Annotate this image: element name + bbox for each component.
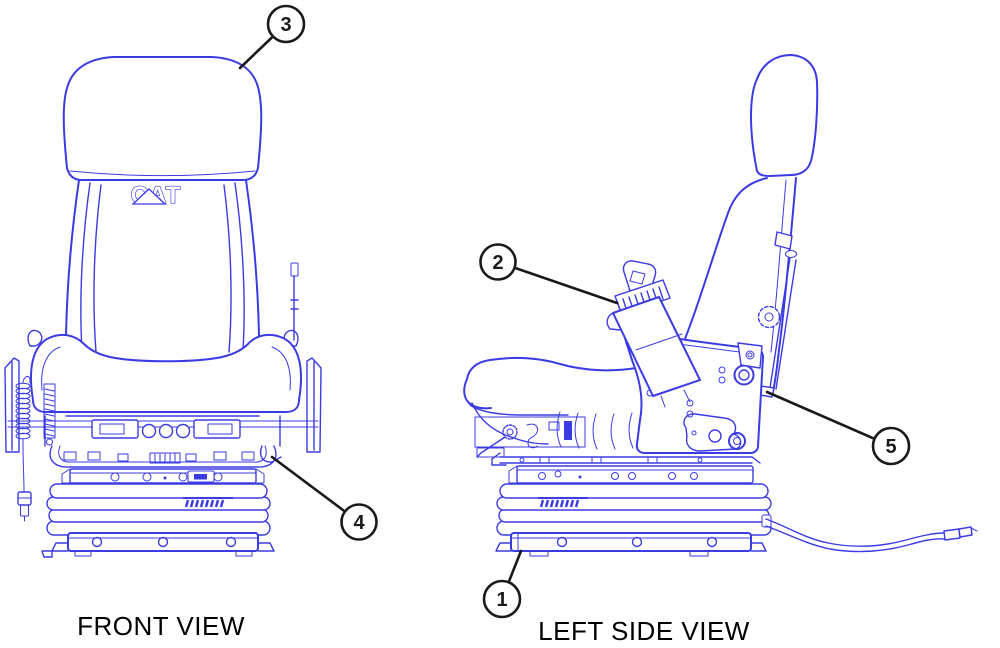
front-suspension-plate <box>61 468 265 484</box>
slide-channel <box>43 383 56 446</box>
callouts: 3 2 4 5 1 <box>238 4 911 619</box>
left-side-view-label: LEFT SIDE VIEW <box>538 616 750 646</box>
side-backrest-seam <box>770 179 787 353</box>
strap-rod-cap <box>785 250 797 258</box>
side-rails <box>491 452 761 466</box>
front-right-bracket <box>306 357 322 453</box>
air-hose <box>761 514 978 553</box>
callout-2-badge <box>479 243 517 281</box>
left-side-view-drawing <box>463 54 978 557</box>
backrest-right-bolster <box>223 182 245 364</box>
callout-2: 2 <box>479 243 619 305</box>
front-view-drawing: CAT <box>4 56 322 558</box>
callout-4-number: 4 <box>353 512 365 534</box>
bellows-label-strip <box>183 497 233 508</box>
belt-guide-top <box>774 231 793 250</box>
wiring-connector <box>17 445 32 522</box>
lumbar-rod <box>290 275 299 341</box>
front-headrest-seam <box>69 170 256 176</box>
callout-3-number: 3 <box>280 14 291 36</box>
bellows-label-strip-side <box>538 497 588 508</box>
backrest-left-bolster <box>80 182 102 364</box>
suspension-spring <box>15 375 31 447</box>
callout-5-number: 5 <box>885 436 896 458</box>
callout-4: 4 <box>270 455 378 541</box>
front-view-label: FRONT VIEW <box>77 611 245 641</box>
side-headrest <box>750 54 819 177</box>
cushion-wing-seams <box>41 346 291 391</box>
seat-belt-buckle <box>606 260 701 408</box>
front-base-plate <box>41 532 275 558</box>
seat-belt-strap <box>769 257 797 390</box>
side-backrest-rear-edge <box>772 177 797 393</box>
cat-logo: CAT <box>130 181 181 209</box>
callout-5-badge <box>871 426 911 466</box>
callout-3: 3 <box>238 4 306 70</box>
callout-2-leader <box>496 260 619 305</box>
front-left-bracket <box>4 357 20 453</box>
side-base-plate <box>495 532 767 557</box>
front-suspension-mechanism <box>44 415 282 468</box>
side-suspension-bellows <box>496 483 772 536</box>
callout-1-badge <box>482 579 522 619</box>
callout-1-number: 1 <box>496 589 507 611</box>
front-left-pivot-hook <box>27 329 43 347</box>
backrest-right-edge <box>245 179 260 363</box>
callout-5: 5 <box>765 390 911 466</box>
callout-3-badge <box>266 4 306 44</box>
callout-1: 1 <box>482 549 523 619</box>
callout-5-leader <box>765 390 893 448</box>
cat-logo-triangle <box>131 188 167 205</box>
fore-aft-latch <box>474 416 586 458</box>
belt-bracket <box>737 342 763 369</box>
adjuster-knob <box>757 305 781 329</box>
side-suspension-plate <box>508 465 754 484</box>
front-suspension-bellows <box>46 483 271 536</box>
lumbar-rod-cap <box>290 262 299 277</box>
callout-2-number: 2 <box>492 252 503 274</box>
front-headrest <box>62 56 263 181</box>
front-seat-cushion <box>30 333 302 413</box>
callout-4-badge <box>340 503 378 541</box>
latch-hook <box>259 445 282 463</box>
